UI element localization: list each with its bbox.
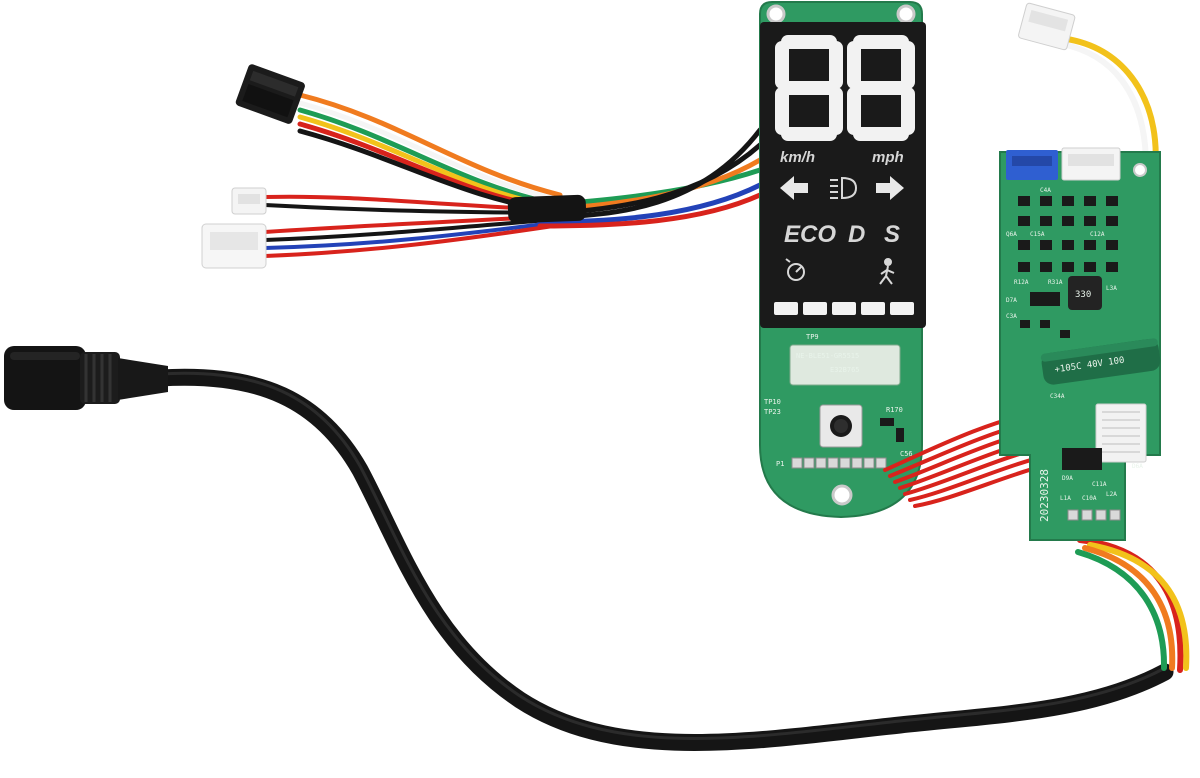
r170-label: R170	[886, 406, 903, 414]
left-turn-arrow-icon	[780, 176, 808, 200]
power-inductor: 330	[1068, 276, 1102, 310]
walk-mode-icon	[879, 258, 895, 285]
l3a-label: L3A	[1106, 285, 1117, 292]
l1a-label: L1A	[1060, 495, 1071, 502]
main-cable	[151, 368, 1174, 751]
battery-bars	[774, 302, 914, 315]
mount-hole-top-left	[766, 4, 786, 24]
c10a-label: C10A	[1082, 495, 1097, 502]
tactile-button	[819, 404, 863, 448]
p1-label: P1	[776, 460, 784, 468]
rectifier-chip	[1062, 448, 1102, 470]
mosfet-array	[1018, 196, 1118, 272]
mode-s-label: S	[884, 221, 900, 248]
mount-hole-bottom	[831, 484, 853, 506]
speed-digits	[775, 35, 915, 141]
smd-component	[896, 428, 904, 442]
r31a-label: R31A	[1048, 279, 1063, 286]
ic-chip	[1030, 292, 1060, 306]
mode-d-label: D	[848, 221, 865, 248]
unit-mph-label: mph	[872, 149, 904, 166]
black-6pin-connector	[235, 64, 305, 124]
c4a-label: C4A	[1040, 187, 1051, 194]
r12a-label: R12A	[1014, 279, 1029, 286]
ribbon-header	[1095, 403, 1147, 463]
bluetooth-chip: NE-BLE51-GR5515 E32B765	[789, 344, 901, 386]
headlight-icon	[830, 176, 858, 200]
l2a-label: L2A	[1106, 491, 1117, 498]
c15a-label: C15A	[1030, 231, 1045, 238]
d9a-label: D9A	[1062, 475, 1073, 482]
blue-connector	[1006, 150, 1058, 180]
controller-board: Q6A C15A C12A C4A R12A R31A 330 L3A D7A …	[999, 147, 1161, 541]
display-panel	[760, 22, 926, 328]
heat-shrink-sleeve	[507, 194, 587, 224]
chip-model-label: NE-BLE51-GR5515	[796, 352, 859, 360]
tp10-label: TP10	[764, 398, 781, 406]
cable-connector-plug	[4, 346, 168, 410]
smd-component	[880, 418, 894, 426]
c56-label: C56	[900, 450, 913, 458]
c3a-label: C3A	[1006, 313, 1017, 320]
tp9-label: TP9	[806, 333, 819, 341]
controller-output-wires	[1075, 537, 1190, 673]
wire-harness	[263, 92, 763, 258]
right-turn-arrow-icon	[876, 176, 904, 200]
unit-kmh-label: km/h	[780, 149, 815, 166]
smd-component	[1040, 320, 1050, 328]
smd-component	[1060, 330, 1070, 338]
mode-eco-label: ECO	[784, 221, 836, 248]
d6a-label: D6A	[1132, 463, 1143, 470]
c12a-label: C12A	[1090, 231, 1105, 238]
smd-component	[1020, 320, 1030, 328]
white-connector	[1061, 147, 1121, 181]
electrolytic-capacitor: +105C 40V 100	[1040, 338, 1161, 385]
date-code-label: 20230328	[1038, 469, 1051, 522]
display-module: 88 km/h mph ECO D S	[759, 1, 926, 519]
mount-hole-controller	[1133, 163, 1147, 177]
c34a-label: C34A	[1050, 393, 1065, 400]
pin-header-pads	[791, 457, 887, 469]
q6a-label: Q6A	[1006, 231, 1017, 238]
inductor-code-label: 330	[1075, 290, 1091, 300]
c11a-label: C11A	[1092, 481, 1107, 488]
solder-pads	[1067, 509, 1121, 521]
mount-hole-top-right	[896, 4, 916, 24]
chip-serial-label: E32B765	[830, 366, 860, 374]
d7a-label: D7A	[1006, 297, 1017, 304]
large-white-connector	[201, 223, 267, 269]
cruise-control-icon	[785, 258, 805, 281]
tp23-label: TP23	[764, 408, 781, 416]
small-white-connector	[231, 187, 267, 215]
